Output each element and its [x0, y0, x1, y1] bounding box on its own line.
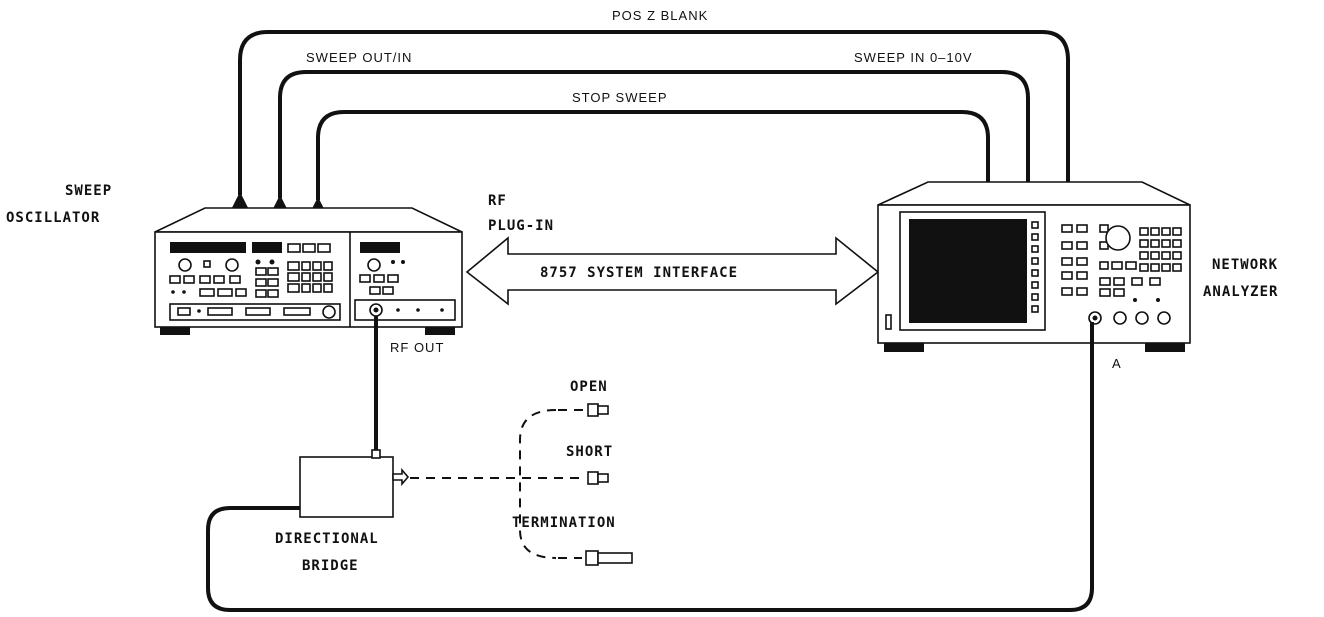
stop-sweep-cable — [310, 110, 996, 213]
bridge-to-port-a-cable — [206, 322, 1094, 612]
oscillator-knob-1 — [178, 258, 192, 272]
termination-label: TERMINATION — [512, 515, 616, 531]
rf-label: RF — [488, 193, 507, 209]
sweep-out-in-label: SWEEP OUT/IN — [306, 50, 412, 65]
short-standard — [587, 471, 609, 485]
network-analyzer — [877, 181, 1191, 352]
analyzer-port-b — [1113, 311, 1127, 325]
analyzer-knob — [1105, 225, 1131, 251]
analyzer-port-r — [1157, 311, 1171, 325]
port-a-label: A — [1112, 356, 1122, 371]
sweep-in-label: SWEEP IN 0–10V — [854, 50, 973, 65]
pos-z-blank-label: POS Z BLANK — [612, 8, 708, 23]
open-standard — [558, 403, 609, 417]
short-label: SHORT — [566, 444, 613, 460]
oscillator-display-2 — [252, 242, 282, 253]
directional-bridge — [299, 449, 410, 518]
pos-z-blank-cable — [232, 30, 1076, 208]
analyzer-port-c — [1135, 311, 1149, 325]
open-label: OPEN — [570, 379, 608, 395]
system-interface-label: 8757 SYSTEM INTERFACE — [540, 265, 738, 281]
stop-sweep-label: STOP SWEEP — [572, 90, 668, 105]
oscillator-label: OSCILLATOR — [6, 210, 100, 226]
bridge-label: BRIDGE — [302, 558, 359, 574]
oscillator-knob-2 — [225, 258, 239, 272]
sweep-out-in-cable — [272, 70, 1036, 211]
plug-in-label: PLUG-IN — [488, 218, 554, 234]
oscillator-display-1 — [170, 242, 246, 253]
rf-out-label: RF OUT — [390, 340, 444, 355]
sweep-label: SWEEP — [65, 183, 112, 199]
analyzer-label: ANALYZER — [1203, 284, 1278, 300]
network-label: NETWORK — [1212, 257, 1278, 273]
bridge-test-port — [392, 467, 410, 487]
calibration-standards-connection — [410, 409, 585, 559]
plugin-knob — [367, 258, 381, 272]
sweep-oscillator — [154, 207, 463, 335]
directional-label: DIRECTIONAL — [275, 531, 379, 547]
analyzer-screen — [909, 219, 1027, 323]
plugin-display — [360, 242, 400, 253]
termination-standard — [558, 550, 633, 566]
